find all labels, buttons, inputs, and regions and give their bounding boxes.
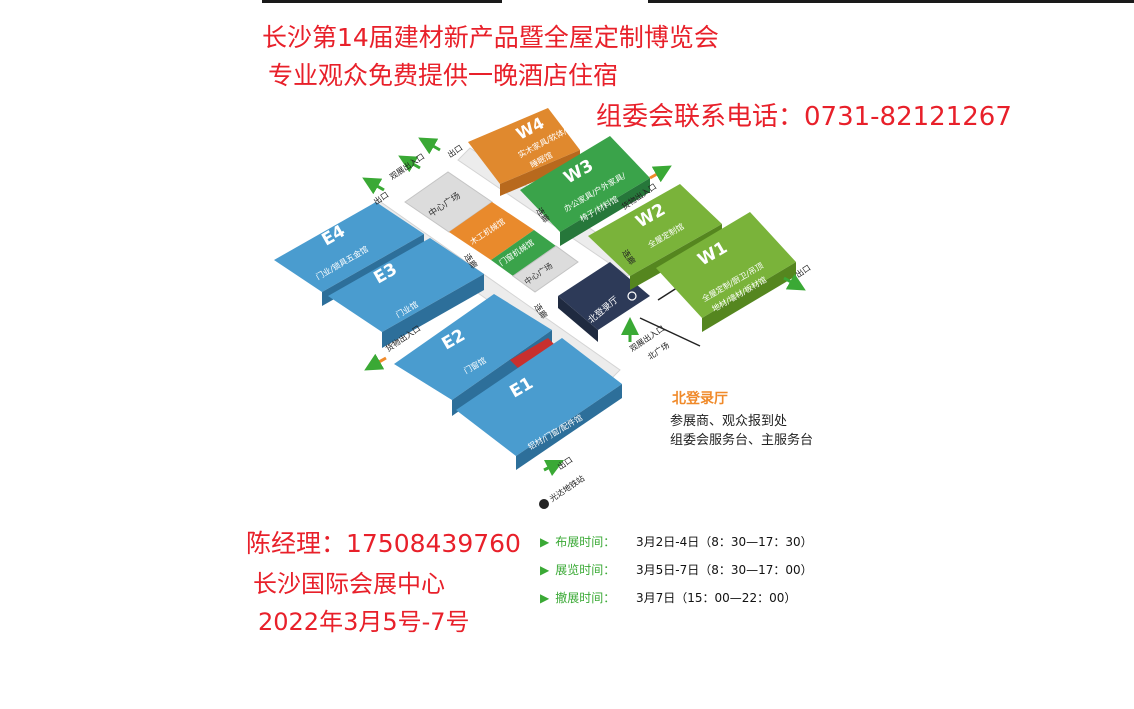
metro-icon bbox=[539, 499, 549, 509]
schedule-value: 3月7日（15：00—22：00） bbox=[636, 591, 797, 605]
hall-e3: E3 门业馆 bbox=[328, 238, 484, 348]
exit-arrow-w1-icon bbox=[783, 273, 806, 291]
visitor-entrance-label-top: 观展出入口 bbox=[388, 151, 427, 182]
top-edge-bar bbox=[262, 0, 502, 3]
exit-label-e1: 出口 bbox=[556, 454, 575, 471]
venue-name: 长沙国际会展中心 bbox=[253, 570, 445, 598]
contact-manager-phone: 陈经理：17508439760 bbox=[246, 529, 521, 558]
metro-station-label: 光达地铁站 bbox=[548, 473, 587, 504]
committee-phone: 组委会联系电话：0731-82121267 bbox=[596, 102, 1012, 132]
triangle-right-icon: ▶ bbox=[540, 535, 550, 549]
exit-arrow-e1-icon bbox=[543, 459, 565, 477]
schedule-label: 布展时间： bbox=[555, 535, 616, 549]
hall-w1: W1 全屋定制/厨卫/吊顶 地材/墙材/板材馆 bbox=[656, 212, 796, 332]
triangle-right-icon: ▶ bbox=[540, 591, 550, 605]
exit-label-w1: 出口 bbox=[794, 262, 813, 279]
triangle-right-icon: ▶ bbox=[540, 563, 550, 577]
north-hall-info-title: 北登录厅 bbox=[672, 391, 728, 407]
schedule-row-teardown: ▶ 撤展时间： 3月7日（15：00—22：00） bbox=[540, 589, 796, 606]
center-plaza-bottom bbox=[512, 245, 579, 293]
schedule-value: 3月2日-4日（8：30—17：30） bbox=[636, 535, 813, 549]
north-hall-info-line2: 组委会服务台、主服务台 bbox=[670, 433, 814, 448]
top-edge-bar-right bbox=[648, 0, 1134, 3]
schedule-row-setup: ▶ 布展时间： 3月2日-4日（8：30—17：30） bbox=[540, 533, 813, 550]
hall-w3: W3 办公家具/户外家具/ 椅子/材料馆 bbox=[520, 136, 650, 246]
cargo-arrow-w-icon bbox=[649, 165, 672, 183]
cargo-arrow-e-icon bbox=[364, 353, 387, 371]
schedule-value: 3月5日-7日（8：30—17：00） bbox=[636, 563, 813, 577]
north-hall-side bbox=[558, 296, 598, 342]
exit-arrow-e4-icon bbox=[362, 177, 385, 195]
north-registration-hall bbox=[558, 262, 650, 330]
schedule-label: 撤展时间： bbox=[555, 591, 616, 605]
door-window-machinery-hall bbox=[491, 230, 556, 276]
entrance-arrow-visitor-icon bbox=[398, 155, 421, 173]
exit-arrow-w4-icon bbox=[418, 137, 441, 155]
north-square-line-2 bbox=[639, 317, 701, 347]
north-square-label: 北广场 bbox=[646, 340, 671, 362]
schedule-row-exhibit: ▶ 展览时间： 3月5日-7日（8：30—17：00） bbox=[540, 561, 813, 578]
hall-w4: W4 实木家具/软体/ 睡眠馆 bbox=[468, 108, 580, 196]
woodwork-machinery-hall bbox=[449, 202, 534, 260]
hotel-offer-text: 专业观众免费提供一晚酒店住宿 bbox=[268, 61, 619, 90]
north-hall-marker-icon bbox=[627, 291, 637, 301]
expo-date: 2022年3月5号-7号 bbox=[258, 608, 470, 636]
expo-title: 长沙第14届建材新产品暨全屋定制博览会 bbox=[262, 23, 719, 52]
north-hall-info-line1: 参展商、观众报到处 bbox=[670, 414, 788, 429]
schedule-label: 展览时间： bbox=[555, 563, 616, 577]
hall-e2: E2 门窗馆 bbox=[394, 294, 556, 416]
